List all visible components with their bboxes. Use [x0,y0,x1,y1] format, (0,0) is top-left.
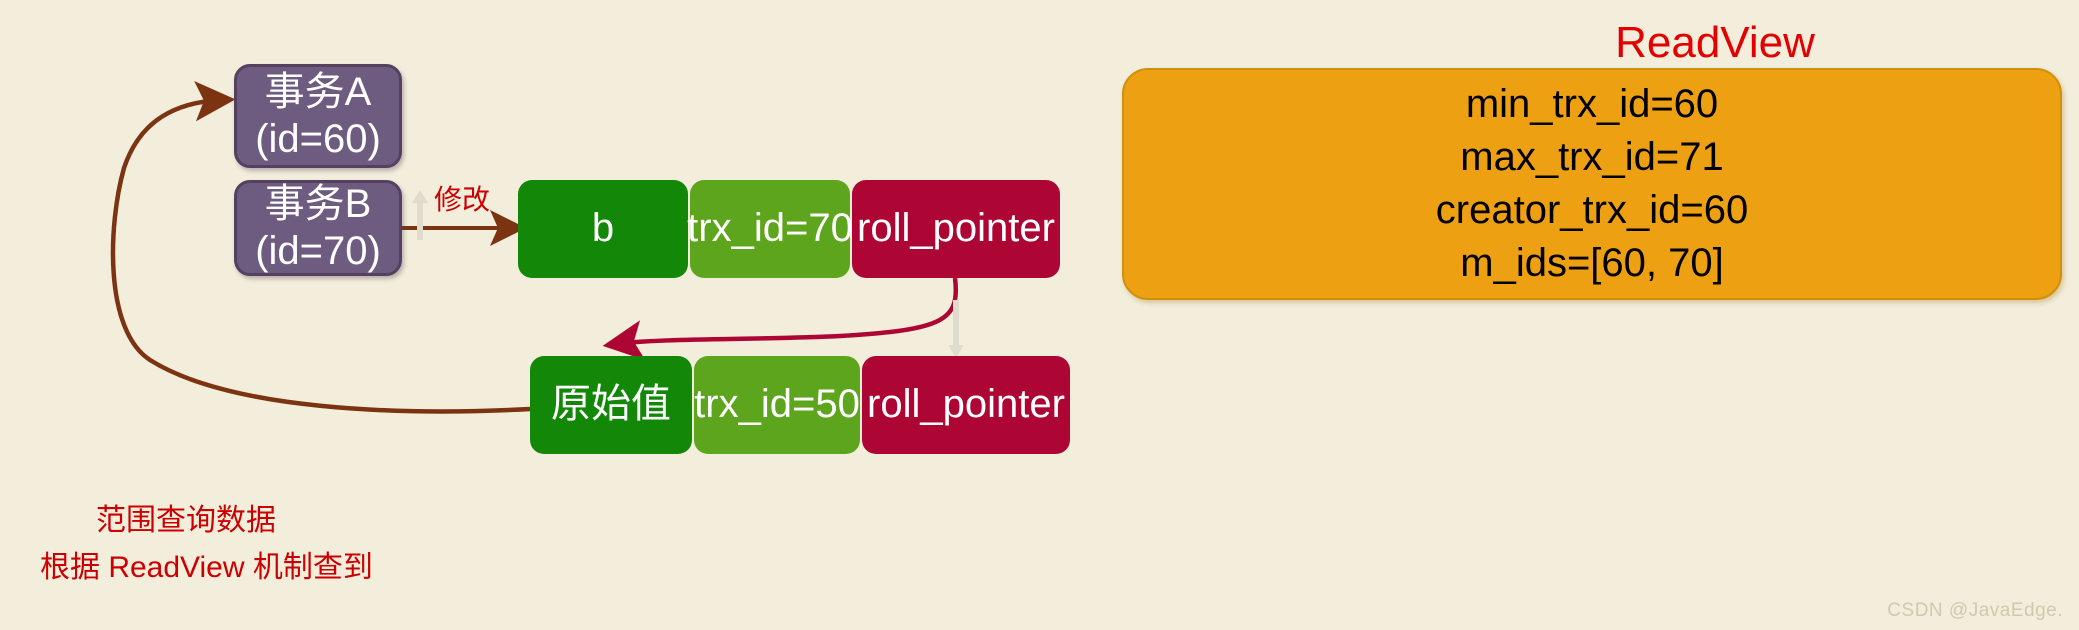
range-query-label: 范围查询数据 [96,504,276,537]
readview-panel[interactable]: min_trx_id=60 max_trx_id=71 creator_trx_… [1122,68,2062,300]
record-current-rollpointer-cell[interactable]: roll_pointer [852,180,1060,278]
decorative-arrow-icon-1-head [412,190,428,203]
record-undo-rollpointer-cell[interactable]: roll_pointer [862,356,1070,454]
readview-title: ReadView [1615,18,1815,67]
readview-note-label: 根据 ReadView 机制查到 [40,551,373,584]
roll-pointer-arrow [602,277,959,361]
record-current-value-cell[interactable]: b [518,180,688,278]
record-current-trxid-cell[interactable]: trx_id=70 [687,180,853,278]
record-undo-trxid-cell[interactable]: trx_id=50 [694,356,860,454]
readview-fields: min_trx_id=60 max_trx_id=71 creator_trx_… [1435,82,1749,285]
watermark: CSDN @JavaEdge. [1887,600,2063,621]
record-undo-value-cell[interactable]: 原始值 [530,356,692,454]
transaction-a-box[interactable]: 事务A (id=60) [234,64,402,168]
transaction-b-box[interactable]: 事务B (id=70) [234,180,402,276]
modify-label: 修改 [434,184,491,215]
